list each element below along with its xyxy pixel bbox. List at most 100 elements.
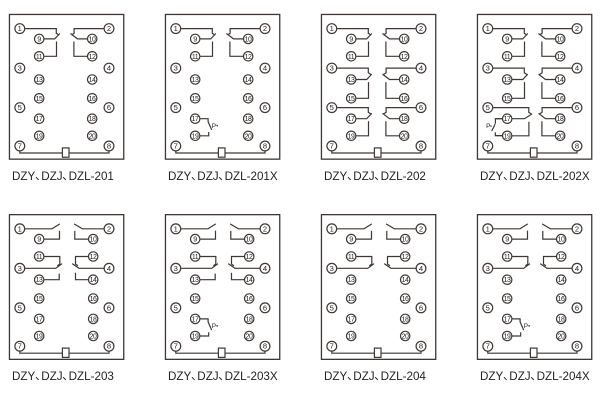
- svg-text:12: 12: [557, 54, 564, 61]
- svg-text:P: P: [212, 323, 216, 330]
- svg-text:13: 13: [192, 77, 199, 84]
- svg-text:14: 14: [402, 277, 409, 284]
- svg-text:18: 18: [557, 116, 564, 123]
- svg-text:17: 17: [348, 116, 355, 123]
- svg-text:2: 2: [575, 24, 579, 33]
- svg-text:6: 6: [263, 103, 267, 112]
- svg-text:20: 20: [558, 334, 565, 341]
- svg-text:14: 14: [245, 77, 252, 84]
- svg-text:7: 7: [330, 342, 334, 351]
- svg-text:2: 2: [107, 24, 111, 33]
- svg-text:12: 12: [246, 254, 253, 261]
- svg-text:15: 15: [348, 96, 355, 103]
- svg-text:20: 20: [246, 334, 253, 341]
- svg-text:6: 6: [107, 103, 111, 112]
- svg-text:9: 9: [349, 235, 353, 244]
- svg-text:3: 3: [18, 64, 22, 73]
- svg-text:19: 19: [36, 334, 43, 341]
- svg-text:3: 3: [330, 264, 334, 273]
- svg-text:19: 19: [192, 133, 199, 140]
- svg-text:11: 11: [348, 54, 355, 61]
- svg-text:8: 8: [419, 142, 423, 151]
- svg-text:P: P: [212, 123, 216, 130]
- svg-text:7: 7: [174, 342, 178, 351]
- svg-text:9: 9: [193, 34, 197, 43]
- svg-text:11: 11: [504, 54, 511, 61]
- svg-text:3: 3: [330, 64, 334, 73]
- svg-text:9: 9: [505, 235, 509, 244]
- svg-text:9: 9: [193, 235, 197, 244]
- svg-text:15: 15: [192, 96, 199, 103]
- svg-text:12: 12: [401, 54, 408, 61]
- svg-text:14: 14: [558, 277, 565, 284]
- svg-text:4: 4: [263, 64, 267, 73]
- svg-text:18: 18: [89, 116, 96, 123]
- svg-text:5: 5: [330, 103, 334, 112]
- svg-text:7: 7: [18, 342, 22, 351]
- svg-text:10: 10: [401, 36, 408, 43]
- svg-text:3: 3: [18, 264, 22, 273]
- svg-text:16: 16: [401, 96, 408, 103]
- svg-text:8: 8: [575, 142, 579, 151]
- svg-text:7: 7: [18, 142, 22, 151]
- svg-text:18: 18: [401, 116, 408, 123]
- svg-text:5: 5: [174, 303, 178, 312]
- svg-text:16: 16: [89, 96, 96, 103]
- svg-text:2: 2: [263, 24, 267, 33]
- svg-text:5: 5: [18, 303, 22, 312]
- svg-text:18: 18: [245, 116, 252, 123]
- svg-text:10: 10: [245, 36, 252, 43]
- svg-text:5: 5: [486, 303, 490, 312]
- svg-text:9: 9: [37, 235, 41, 244]
- svg-text:6: 6: [575, 303, 579, 312]
- svg-text:15: 15: [36, 96, 43, 103]
- svg-text:1: 1: [174, 24, 178, 33]
- svg-text:4: 4: [575, 264, 579, 273]
- svg-text:13: 13: [348, 77, 355, 84]
- svg-text:14: 14: [90, 277, 97, 284]
- svg-text:10: 10: [246, 237, 253, 244]
- svg-text:18: 18: [246, 316, 253, 323]
- svg-text:10: 10: [557, 36, 564, 43]
- svg-text:11: 11: [504, 254, 511, 261]
- svg-text:9: 9: [349, 34, 353, 43]
- svg-text:1: 1: [330, 224, 334, 233]
- svg-text:7: 7: [174, 142, 178, 151]
- svg-text:13: 13: [348, 277, 355, 284]
- svg-text:18: 18: [402, 316, 409, 323]
- svg-text:11: 11: [36, 54, 43, 61]
- svg-text:3: 3: [486, 64, 490, 73]
- svg-text:5: 5: [330, 303, 334, 312]
- svg-text:11: 11: [192, 54, 199, 61]
- svg-text:1: 1: [174, 224, 178, 233]
- svg-text:1: 1: [486, 24, 490, 33]
- svg-text:16: 16: [557, 96, 564, 103]
- svg-text:19: 19: [504, 133, 511, 140]
- svg-text:1: 1: [486, 224, 490, 233]
- svg-text:12: 12: [89, 54, 96, 61]
- svg-text:1: 1: [18, 224, 22, 233]
- svg-text:15: 15: [504, 296, 511, 303]
- svg-text:3: 3: [174, 64, 178, 73]
- svg-text:2: 2: [419, 224, 423, 233]
- svg-text:5: 5: [18, 103, 22, 112]
- svg-text:2: 2: [107, 224, 111, 233]
- svg-text:20: 20: [89, 133, 96, 140]
- svg-text:4: 4: [107, 264, 111, 273]
- svg-text:8: 8: [107, 342, 111, 351]
- svg-text:16: 16: [246, 296, 253, 303]
- svg-text:11: 11: [348, 254, 355, 261]
- svg-text:19: 19: [36, 133, 43, 140]
- svg-text:17: 17: [192, 316, 199, 323]
- svg-text:9: 9: [505, 34, 509, 43]
- svg-text:4: 4: [575, 64, 579, 73]
- svg-text:8: 8: [263, 142, 267, 151]
- svg-text:15: 15: [348, 296, 355, 303]
- svg-text:16: 16: [402, 296, 409, 303]
- svg-text:15: 15: [192, 296, 199, 303]
- svg-text:20: 20: [245, 133, 252, 140]
- svg-text:19: 19: [348, 334, 355, 341]
- svg-text:13: 13: [504, 77, 511, 84]
- svg-text:12: 12: [402, 254, 409, 261]
- svg-text:15: 15: [36, 296, 43, 303]
